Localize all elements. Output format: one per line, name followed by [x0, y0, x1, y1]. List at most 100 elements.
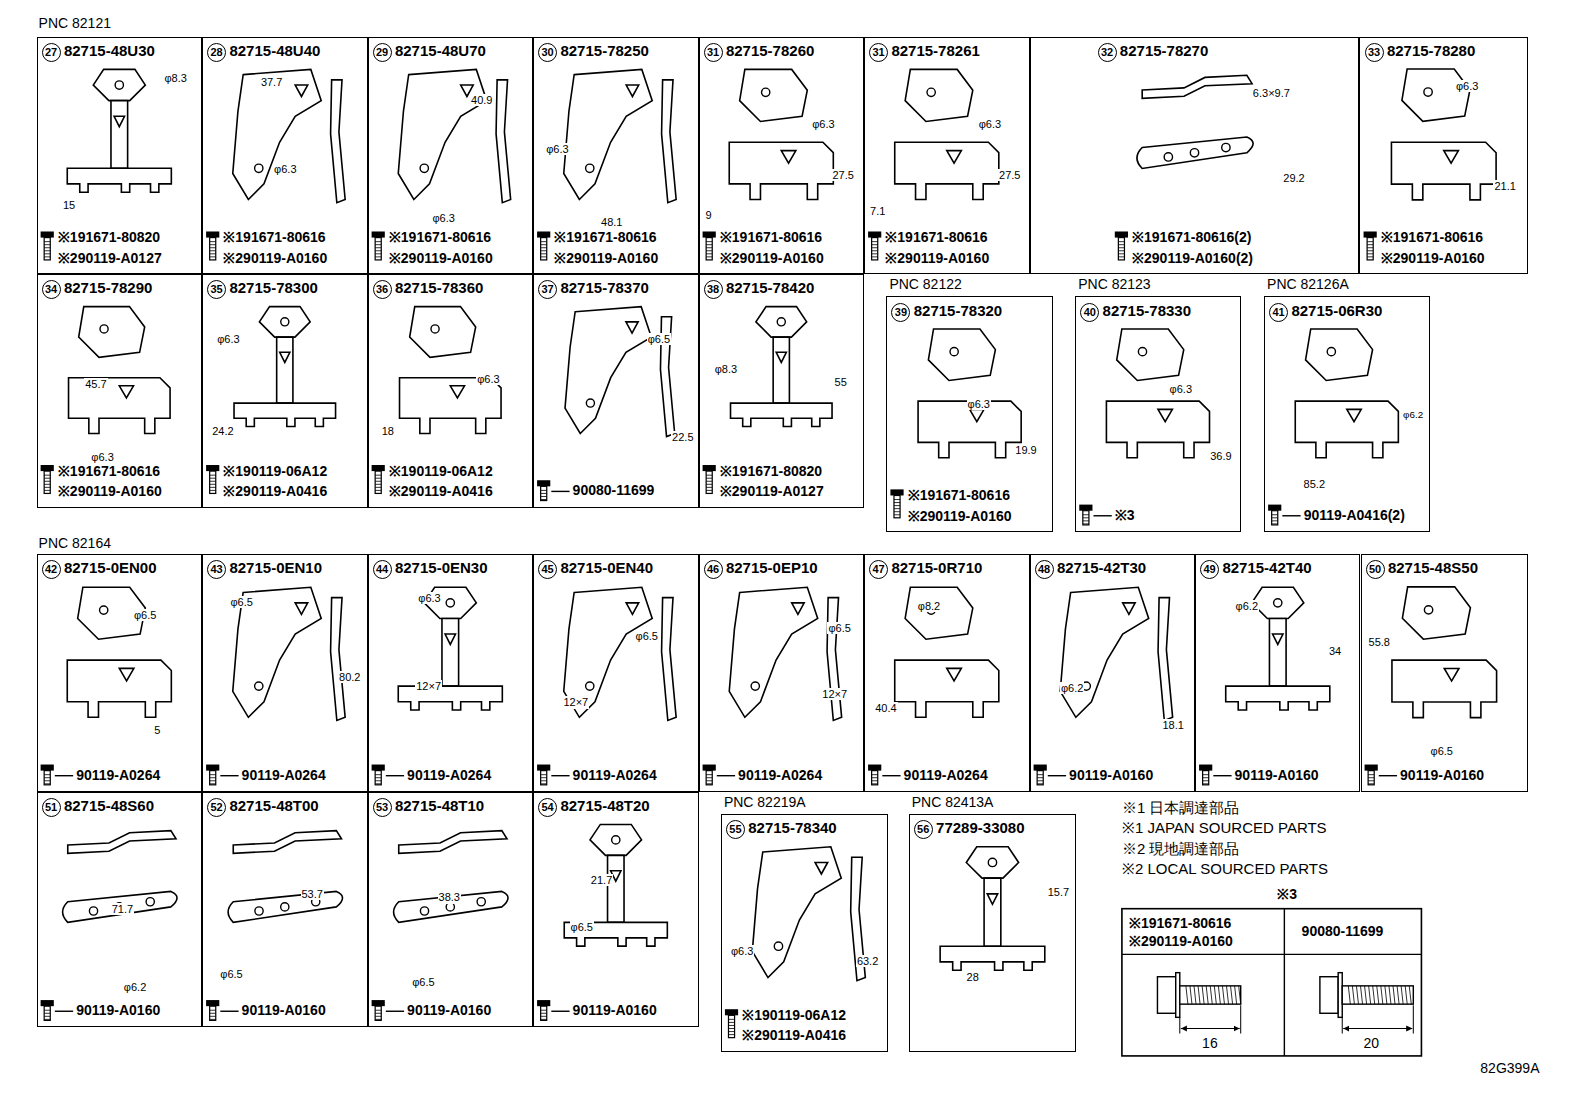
bolt-part-number: ※191671-80616 [908, 488, 1010, 503]
bracket-outline [1226, 686, 1330, 710]
thread [210, 244, 216, 245]
bracket-outline [827, 598, 842, 721]
part-number: 82715-78320 [914, 303, 1002, 320]
bracket-drawing [63, 831, 177, 923]
thread [706, 487, 712, 488]
bracket-drawing [228, 831, 342, 923]
bracket-outline [259, 307, 310, 337]
thread [375, 253, 381, 254]
thread [706, 241, 712, 242]
bolt-shank [375, 1006, 381, 1020]
dimension: 24.2 [211, 425, 234, 437]
bolt-hole [1327, 348, 1335, 356]
callout-number: 28 [210, 47, 222, 58]
part-cell: 82715-0R710φ8.240.490119-A026447 [864, 554, 1029, 792]
callout-number: 29 [376, 47, 388, 58]
bracket-outline [233, 69, 321, 199]
bracket-drawing [234, 307, 336, 427]
bolt-part-number: ※191671-80616 [885, 230, 987, 245]
bracket-outline [776, 352, 786, 362]
dimension-line [1181, 1028, 1240, 1029]
callout-circle: 54 [538, 798, 557, 817]
thread [210, 481, 216, 482]
callout-number: 34 [45, 284, 57, 295]
bracket-outline [331, 80, 346, 203]
bolt-shank [1180, 986, 1241, 1004]
thread [210, 241, 216, 242]
illustration [41, 69, 1497, 1056]
bracket-outline [608, 855, 624, 922]
thread [728, 1028, 734, 1029]
thread [1367, 256, 1373, 257]
bolt-hole [1164, 153, 1172, 161]
note: ※1 JAPAN SOURCED PARTS [1122, 820, 1327, 837]
bolt-hole [1138, 348, 1146, 356]
part-cell: 82715-48T1038.3φ6.590119-A016053 [368, 792, 533, 1028]
dimension: φ6.3 [431, 212, 455, 224]
thread [872, 247, 878, 248]
thread [872, 253, 878, 254]
thread [1367, 247, 1373, 248]
part-number: 82715-48T20 [560, 798, 649, 815]
thread [210, 1019, 216, 1020]
bracket-outline [1306, 329, 1373, 381]
bracket-outline [662, 80, 677, 203]
bolt-part-number: ※191671-80616 [554, 230, 656, 245]
dimension: φ6.3 [967, 398, 991, 410]
bracket-drawing [400, 307, 502, 434]
thread [375, 1016, 381, 1017]
thread [1367, 241, 1373, 242]
bolt-part-number: ※191671-80616(2) [1132, 230, 1251, 245]
part-number: 82715-0EP10 [726, 560, 818, 577]
dimension: 5 [153, 724, 161, 736]
thread [541, 783, 547, 784]
thread [1235, 986, 1237, 1004]
table-border [1122, 909, 1422, 1056]
thread [894, 511, 900, 512]
part-number: 82715-48U70 [395, 43, 486, 60]
thread [375, 1019, 381, 1020]
thread [1083, 523, 1089, 524]
dimension: 80.2 [338, 671, 361, 683]
leader-line [717, 775, 735, 776]
dimension-line [1343, 1028, 1412, 1029]
part-cell: PNC 8212382715-78330φ6.336.9※340 [1075, 296, 1240, 532]
bolt-part-number: 90119-A0264 [407, 768, 491, 783]
thread [1401, 986, 1403, 1004]
bolt-part-number: 90119-A0264 [242, 768, 326, 783]
part-cell: 82715-0EN30φ6.312×790119-A026444 [368, 554, 533, 792]
bolt-symbol [537, 765, 550, 785]
thread [872, 256, 878, 257]
thread [894, 502, 900, 503]
bolt-head [206, 1000, 219, 1006]
bolt-part-number: ※3 [1115, 508, 1135, 523]
thread [210, 253, 216, 254]
extension-line [1413, 1005, 1414, 1033]
thread [210, 256, 216, 257]
bracket-outline [947, 668, 962, 680]
part-number: 82715-78420 [726, 280, 814, 297]
bolt-head [372, 1000, 385, 1006]
bracket-drawing [1106, 329, 1209, 458]
bracket-outline [987, 894, 997, 904]
dimension: 27.5 [832, 169, 855, 181]
dimension: 12×7 [821, 688, 848, 700]
callout-number: 45 [541, 564, 553, 575]
bracket-drawing [940, 847, 1045, 970]
thread [210, 484, 216, 485]
thread [872, 774, 878, 775]
pnc-heading: PNC 82164 [39, 536, 111, 551]
thread [44, 256, 50, 257]
callout-circle: 29 [373, 43, 392, 62]
bolt-shank [894, 495, 900, 517]
bracket-outline [947, 151, 962, 163]
bolt-shank [1083, 511, 1089, 525]
pnc-heading: PNC 82122 [889, 277, 961, 292]
bolt-hole [1274, 599, 1282, 607]
bolt-part-number: 90119-A0160 [76, 1003, 160, 1018]
figure-code: 82G399A [1480, 1061, 1539, 1076]
callout-number: 54 [541, 802, 553, 813]
thread [1118, 253, 1124, 254]
dimension: 48.1 [600, 216, 623, 228]
thread [375, 484, 381, 485]
